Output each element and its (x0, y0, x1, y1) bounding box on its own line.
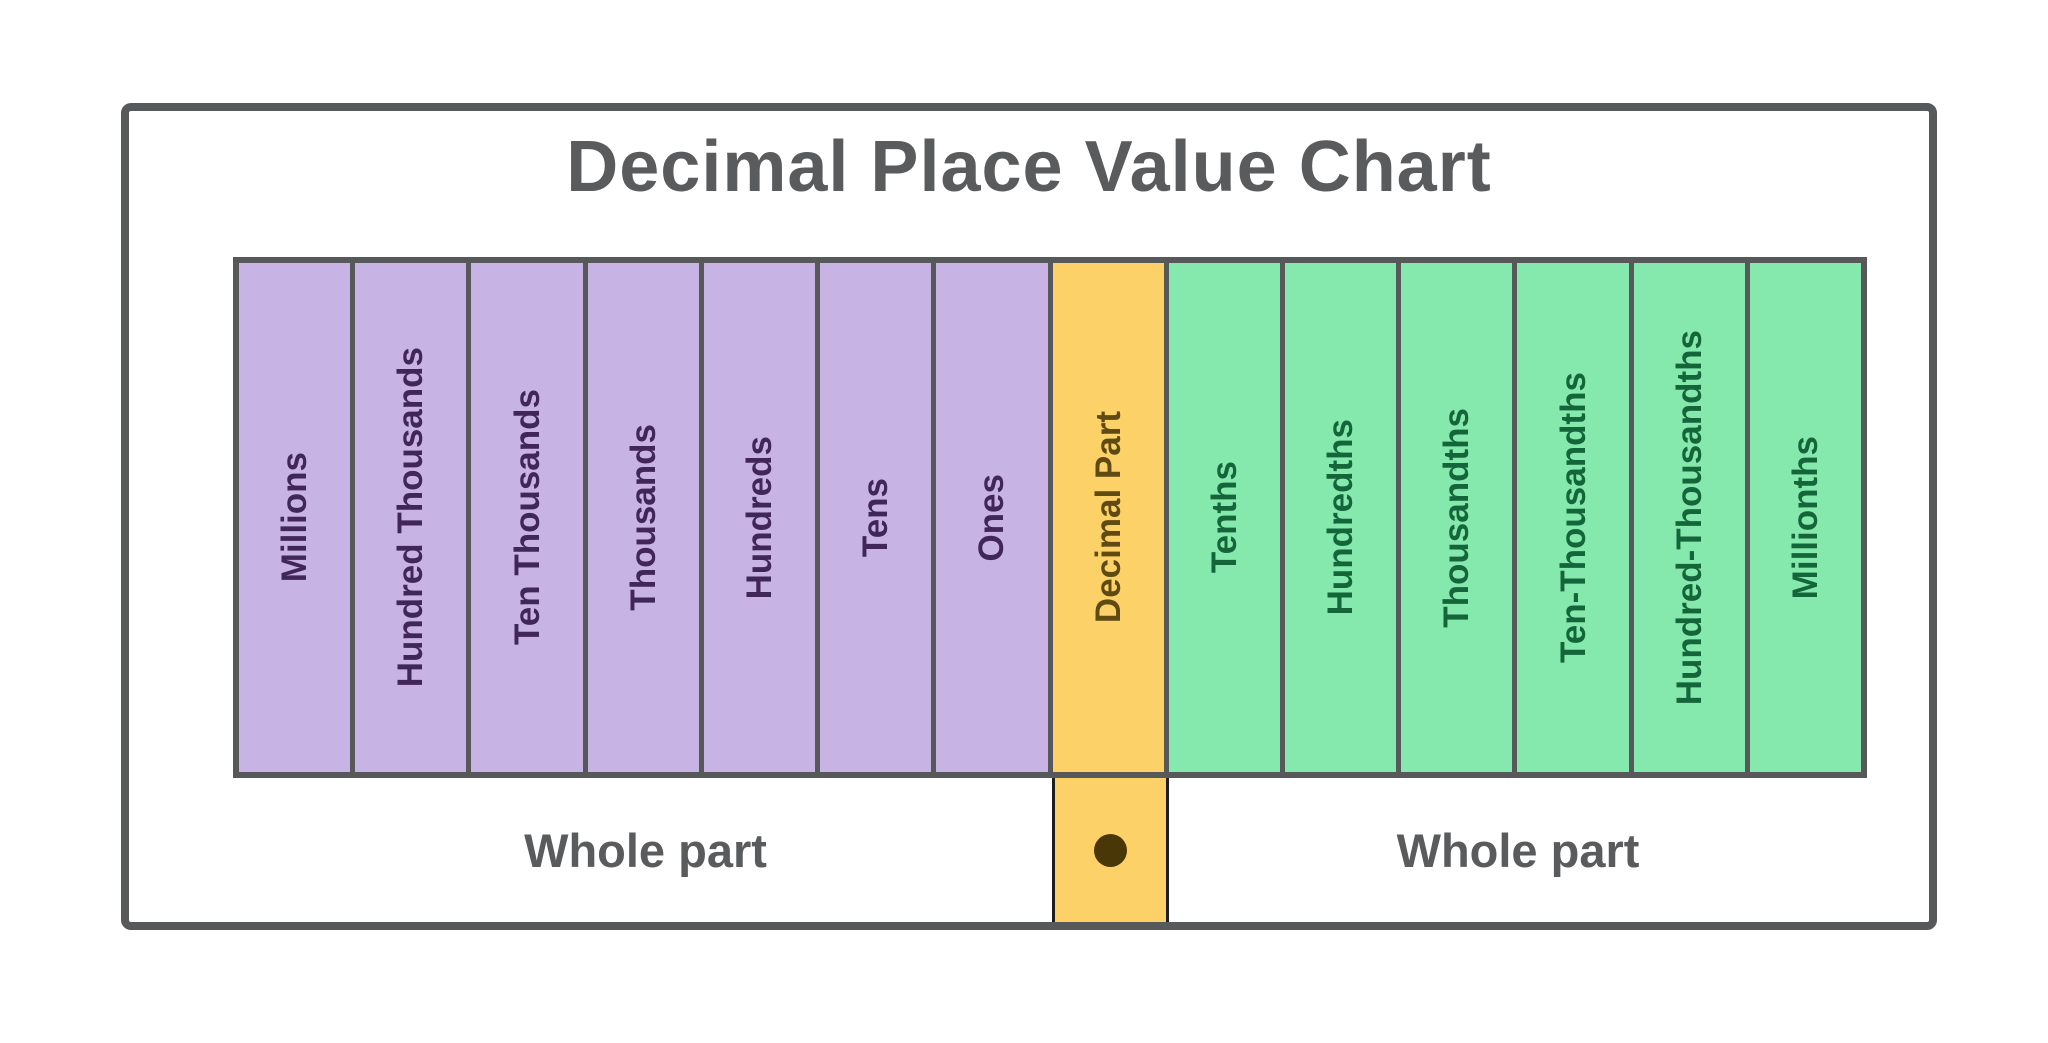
column-label: Millionths (1785, 435, 1825, 600)
column-label: Tens (856, 477, 896, 558)
column-tenths: Tenths (1163, 263, 1280, 772)
column-millions: Millions (239, 263, 351, 772)
column-label: Tenths (1204, 461, 1244, 574)
decimal-point-cell (1052, 778, 1169, 922)
column-hundred-thousandths: Hundred-Thousandths (1628, 263, 1745, 772)
column-decimal-part: Decimal Part (1047, 263, 1164, 772)
column-label: Ten Thousands (507, 389, 547, 646)
column-hundredths: Hundredths (1279, 263, 1397, 772)
decimal-point-dot-icon (1094, 833, 1127, 867)
column-hundred-thousands: Hundred Thousands (350, 263, 467, 772)
column-ten-thousands: Ten Thousands (466, 263, 583, 772)
column-label: Millions (275, 452, 315, 583)
column-label: Hundredths (1321, 419, 1361, 616)
page-title: Decimal Place Value Chart (566, 127, 1492, 207)
column-ones: Ones (931, 263, 1048, 772)
column-label: Hundred-Thousandths (1669, 329, 1709, 706)
column-label: Decimal Part (1088, 411, 1128, 624)
column-thousandths: Thousandths (1396, 263, 1513, 772)
whole-part-label-left: Whole part (524, 823, 767, 877)
column-label: Hundreds (739, 435, 779, 600)
column-label: Ten-Thousandths (1553, 372, 1593, 663)
column-ten-thousandths: Ten-Thousandths (1512, 263, 1629, 772)
column-label: Ones (972, 473, 1012, 562)
column-label: Thousandths (1437, 407, 1477, 628)
column-thousands: Thousands (582, 263, 699, 772)
column-label: Thousands (623, 424, 663, 611)
column-hundreds: Hundreds (698, 263, 816, 772)
column-millionths: Millionths (1744, 263, 1862, 772)
column-label: Hundred Thousands (391, 347, 431, 688)
whole-part-label-right: Whole part (1396, 823, 1640, 877)
place-value-table: Millions Hundred Thousands Ten Thousands… (233, 257, 1867, 778)
column-tens: Tens (815, 263, 932, 772)
